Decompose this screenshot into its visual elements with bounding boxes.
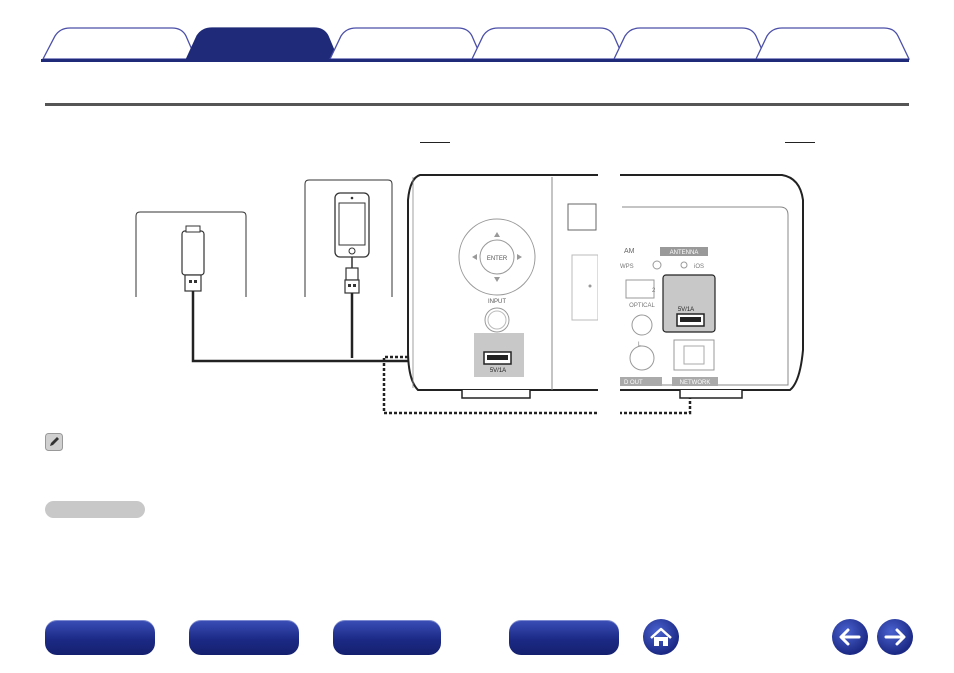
diagram-svg: ENTER INPUT 5V/1A AM ANTENNA WPS iOS 2 O… [135,165,804,425]
section-divider [45,103,909,106]
antenna-label: ANTENNA [670,250,699,256]
tab-3[interactable] [328,27,483,60]
pencil-icon [45,433,63,451]
tab-6[interactable] [754,27,911,60]
section-tag [45,501,145,518]
home-button[interactable] [643,619,679,655]
network-label: NETWORK [680,380,711,386]
front-label-line [420,142,450,143]
tab-shapes [41,27,911,61]
usb-memory-device [135,211,247,297]
back-button[interactable] [832,619,868,655]
front-usb-rating: 5V/1A [490,368,506,374]
tab-underline [41,59,909,62]
optical-label: OPTICAL [629,303,655,309]
wps-label: WPS [620,264,634,270]
l-label: L [638,342,642,348]
optical-number: 2 [652,288,656,294]
nav-button-3[interactable] [333,620,441,655]
enter-label: ENTER [487,256,508,262]
tab-2-active[interactable] [184,27,339,61]
forward-arrow-icon [884,628,906,646]
tab-bar [0,0,954,64]
solid-cable [191,291,488,363]
tab-1[interactable] [41,27,197,60]
forward-button[interactable] [877,619,913,655]
usb-connection-diagram: ENTER INPUT 5V/1A AM ANTENNA WPS iOS 2 O… [0,110,954,430]
back-arrow-icon [839,628,861,646]
ios-label: iOS [694,264,704,270]
view-gap [598,165,620,425]
am-label: AM [624,248,635,255]
rear-label-line [785,142,815,143]
ipod-device [304,179,393,297]
rear-usb-rating: 5V/1A [678,307,694,313]
nav-button-2[interactable] [189,620,299,655]
nav-button-1[interactable] [45,620,155,655]
home-icon [650,627,672,646]
d-out-label: D OUT [624,380,643,386]
tab-5[interactable] [612,27,767,60]
tab-4[interactable] [470,27,625,60]
nav-button-4[interactable] [509,620,619,655]
input-label: INPUT [488,299,506,305]
